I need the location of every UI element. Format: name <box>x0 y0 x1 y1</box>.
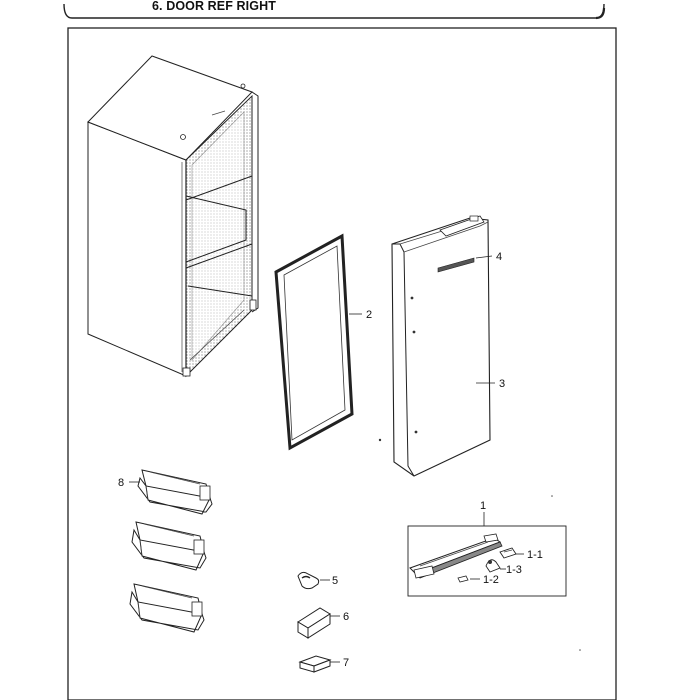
callout-1: 1 <box>480 500 486 512</box>
callout-7: 7 <box>343 657 349 669</box>
door-bin-illustration-3 <box>129 583 205 633</box>
hinge-part-1-2-illustration <box>457 575 469 583</box>
callout-1-1: 1-1 <box>527 549 543 561</box>
callout-4: 4 <box>496 251 502 263</box>
refrigerator-cabinet-illustration <box>87 55 259 378</box>
door-bin-illustration-2 <box>131 521 207 571</box>
section-header: 6. DOOR REF RIGHT <box>60 0 604 18</box>
part-5-clip-illustration <box>297 571 320 590</box>
hinge-part-1-3-illustration <box>485 559 501 573</box>
callout-3: 3 <box>499 378 505 390</box>
callout-1-3: 1-3 <box>506 564 522 576</box>
leader-line-4 <box>475 255 493 259</box>
callout-6: 6 <box>343 611 349 623</box>
hinge-part-1-1-illustration <box>499 547 517 559</box>
stray-dot <box>551 495 553 497</box>
door-gasket-illustration <box>274 233 354 451</box>
callout-5: 5 <box>332 575 338 587</box>
hinge-bracket-illustration <box>409 533 503 579</box>
refrigerator-door-illustration <box>378 215 491 477</box>
page-title: 6. DOOR REF RIGHT <box>152 0 276 13</box>
hinge-assembly-box <box>407 512 567 597</box>
callout-8: 8 <box>118 477 124 489</box>
stray-dot <box>579 649 581 651</box>
part-6-block-illustration <box>297 607 331 639</box>
callout-1-2: 1-2 <box>483 574 499 586</box>
header-bar <box>63 3 606 20</box>
callout-2: 2 <box>366 309 372 321</box>
diagram-frame <box>67 27 617 700</box>
part-7-block-illustration <box>298 655 332 673</box>
door-bin-illustration-1 <box>137 469 213 515</box>
